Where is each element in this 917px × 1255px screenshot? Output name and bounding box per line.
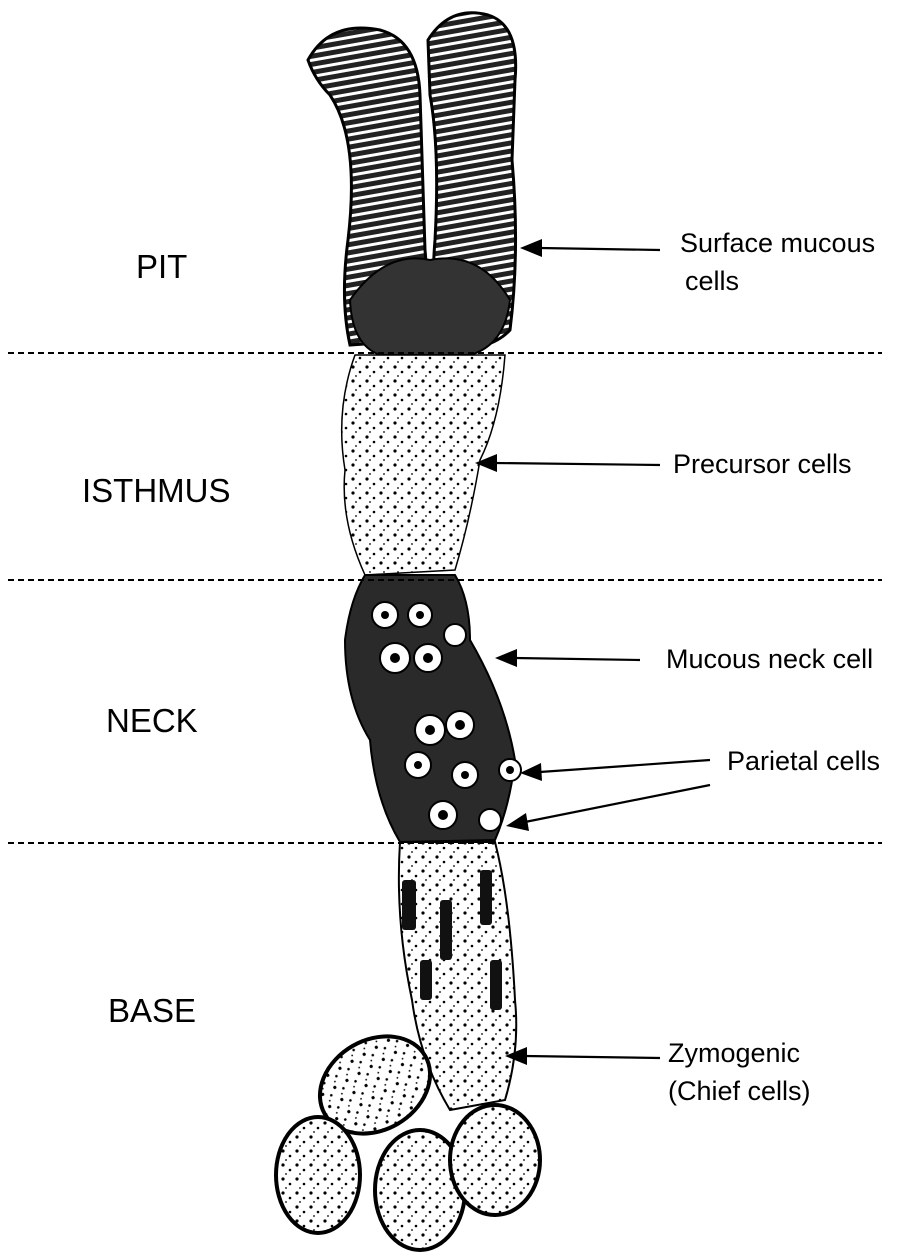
arrow-parietal-upper [520, 760, 710, 781]
region-label-pit: PIT [136, 248, 187, 285]
region-label-base: BASE [108, 992, 196, 1029]
gland-illustration [276, 13, 540, 1250]
label-parietal: Parietal cells [727, 746, 880, 776]
arrow-parietal-lower [506, 785, 710, 831]
label-surface-mucous-line1: Surface mucous [680, 228, 875, 258]
pit-bottom [350, 258, 510, 355]
label-zymogenic-line1: Zymogenic [668, 1038, 800, 1068]
arrow-surface-mucous [520, 239, 660, 257]
arrow-mucous-neck [495, 649, 640, 667]
label-mucous-neck: Mucous neck cell [666, 644, 873, 674]
label-surface-mucous-line2: cells [685, 266, 739, 296]
region-label-isthmus: ISTHMUS [82, 472, 231, 509]
arrow-zymogenic [505, 1047, 660, 1065]
arrow-precursor [475, 454, 660, 472]
label-precursor: Precursor cells [673, 449, 852, 479]
region-label-neck: NECK [106, 702, 198, 739]
label-zymogenic-line2: (Chief cells) [668, 1076, 811, 1106]
